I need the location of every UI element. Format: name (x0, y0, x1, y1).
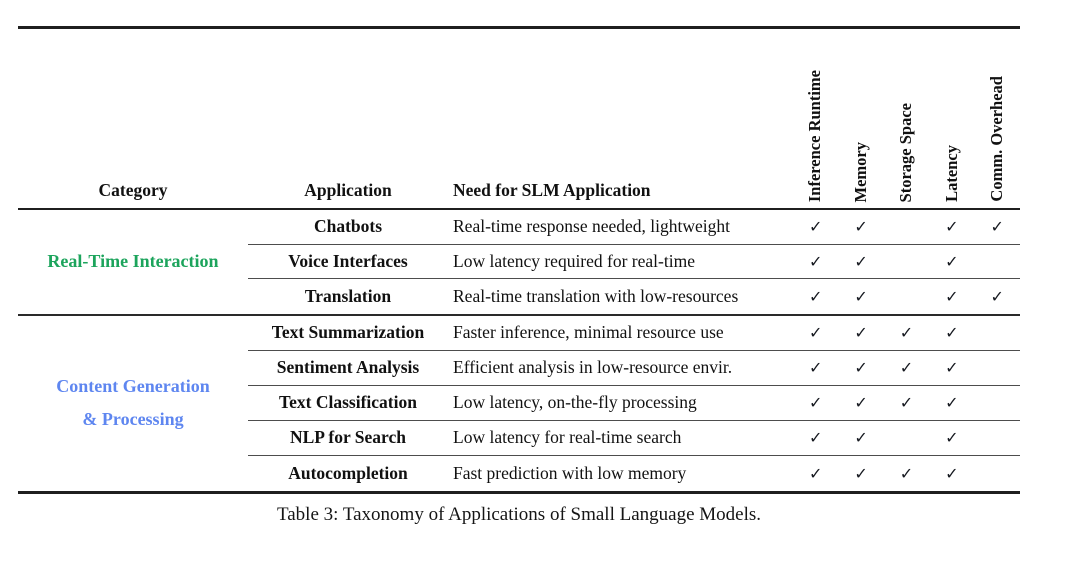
category-label: Content Generation (56, 375, 210, 396)
category-cell: Content Generation & Processing (18, 316, 248, 491)
check-empty (975, 456, 1020, 491)
criteria-header-cell: Comm. Overhead (975, 29, 1020, 208)
application-cell: Voice Interfaces (248, 245, 448, 280)
need-cell: Real-time translation with low-resources (453, 285, 739, 306)
application-cell: Text Summarization (248, 316, 448, 351)
criteria-header-label: Storage Space (896, 102, 916, 202)
column-header-application: Application (304, 179, 392, 200)
check-mark: ✓ (838, 421, 884, 456)
criteria-header-cell: Storage Space (884, 29, 929, 208)
criteria-header-label: Comm. Overhead (987, 76, 1006, 202)
need-cell: Real-time response needed, lightweight (448, 210, 793, 245)
criteria-header-cell: Latency (929, 29, 974, 208)
check-mark: ✓ (899, 463, 914, 483)
check-mark: ✓ (945, 463, 959, 483)
category-cell: Real-Time Interaction (18, 210, 248, 314)
check-empty (974, 316, 1020, 351)
check-empty (974, 386, 1020, 421)
table-bottom-rule (18, 490, 1020, 494)
check-mark: ✓ (883, 316, 930, 351)
check-mark: ✓ (945, 286, 959, 306)
check-mark: ✓ (883, 351, 930, 386)
table-section: Content Generation & Processing Text Summa… (18, 316, 1020, 491)
check-mark: ✓ (838, 316, 884, 351)
criteria-header-cell: Inference Runtime (793, 29, 838, 208)
check-mark: ✓ (793, 351, 839, 386)
column-header-category: Category (98, 179, 168, 200)
need-cell: Low latency, on-the-fly processing (448, 386, 793, 421)
column-header-need: Need for SLM Application (453, 179, 651, 200)
category-label: Real-Time Interaction (47, 250, 219, 271)
check-mark: ✓ (929, 386, 975, 421)
check-empty (883, 421, 930, 456)
header-rule (18, 208, 1020, 210)
check-mark: ✓ (808, 463, 823, 483)
need-cell: Low latency for real-time search (448, 421, 793, 456)
need-cell: Faster inference, minimal resource use (448, 316, 793, 351)
check-mark: ✓ (793, 386, 839, 421)
criteria-header-cell: Memory (838, 29, 883, 208)
need-cell: Low latency required for real-time (448, 245, 793, 280)
taxonomy-table: Category Application Need for SLM Applic… (18, 26, 1020, 494)
application-cell: NLP for Search (248, 421, 448, 456)
check-mark: ✓ (838, 245, 884, 280)
table-top-rule (18, 26, 1020, 29)
check-empty (883, 245, 930, 280)
check-mark: ✓ (929, 421, 975, 456)
check-mark: ✓ (793, 245, 839, 280)
check-mark: ✓ (974, 210, 1020, 245)
check-mark: ✓ (883, 386, 930, 421)
check-mark: ✓ (929, 316, 975, 351)
check-mark: ✓ (990, 286, 1004, 306)
criteria-header-label: Memory (850, 141, 870, 202)
check-mark: ✓ (838, 210, 884, 245)
application-cell: Text Classification (248, 386, 448, 421)
criteria-header-label: Inference Runtime (805, 69, 825, 202)
need-cell: Efficient analysis in low-resource envir… (448, 351, 793, 386)
table-caption: Table 3: Taxonomy of Applications of Sma… (276, 504, 762, 525)
check-mark: ✓ (854, 463, 868, 483)
category-label: & Processing (82, 408, 184, 429)
table-header-row: Category Application Need for SLM Applic… (18, 29, 1020, 208)
check-mark: ✓ (838, 386, 884, 421)
check-mark: ✓ (929, 245, 975, 280)
check-mark: ✓ (793, 421, 839, 456)
check-empty (974, 351, 1020, 386)
application-cell: Translation (304, 285, 392, 306)
check-empty (884, 279, 929, 314)
check-empty (974, 421, 1020, 456)
need-cell: Fast prediction with low memory (453, 462, 687, 483)
check-empty (883, 210, 930, 245)
check-mark: ✓ (808, 286, 823, 306)
check-mark: ✓ (793, 210, 839, 245)
section-divider-rule (18, 313, 1020, 316)
check-mark: ✓ (929, 210, 975, 245)
criteria-header-label: Latency (941, 145, 961, 202)
application-cell: Sentiment Analysis (248, 351, 448, 386)
check-empty (974, 245, 1020, 280)
check-mark: ✓ (793, 316, 839, 351)
application-cell: Autocompletion (288, 462, 408, 483)
check-mark: ✓ (854, 286, 868, 306)
application-cell: Chatbots (248, 210, 448, 245)
check-mark: ✓ (929, 351, 975, 386)
check-mark: ✓ (838, 351, 884, 386)
